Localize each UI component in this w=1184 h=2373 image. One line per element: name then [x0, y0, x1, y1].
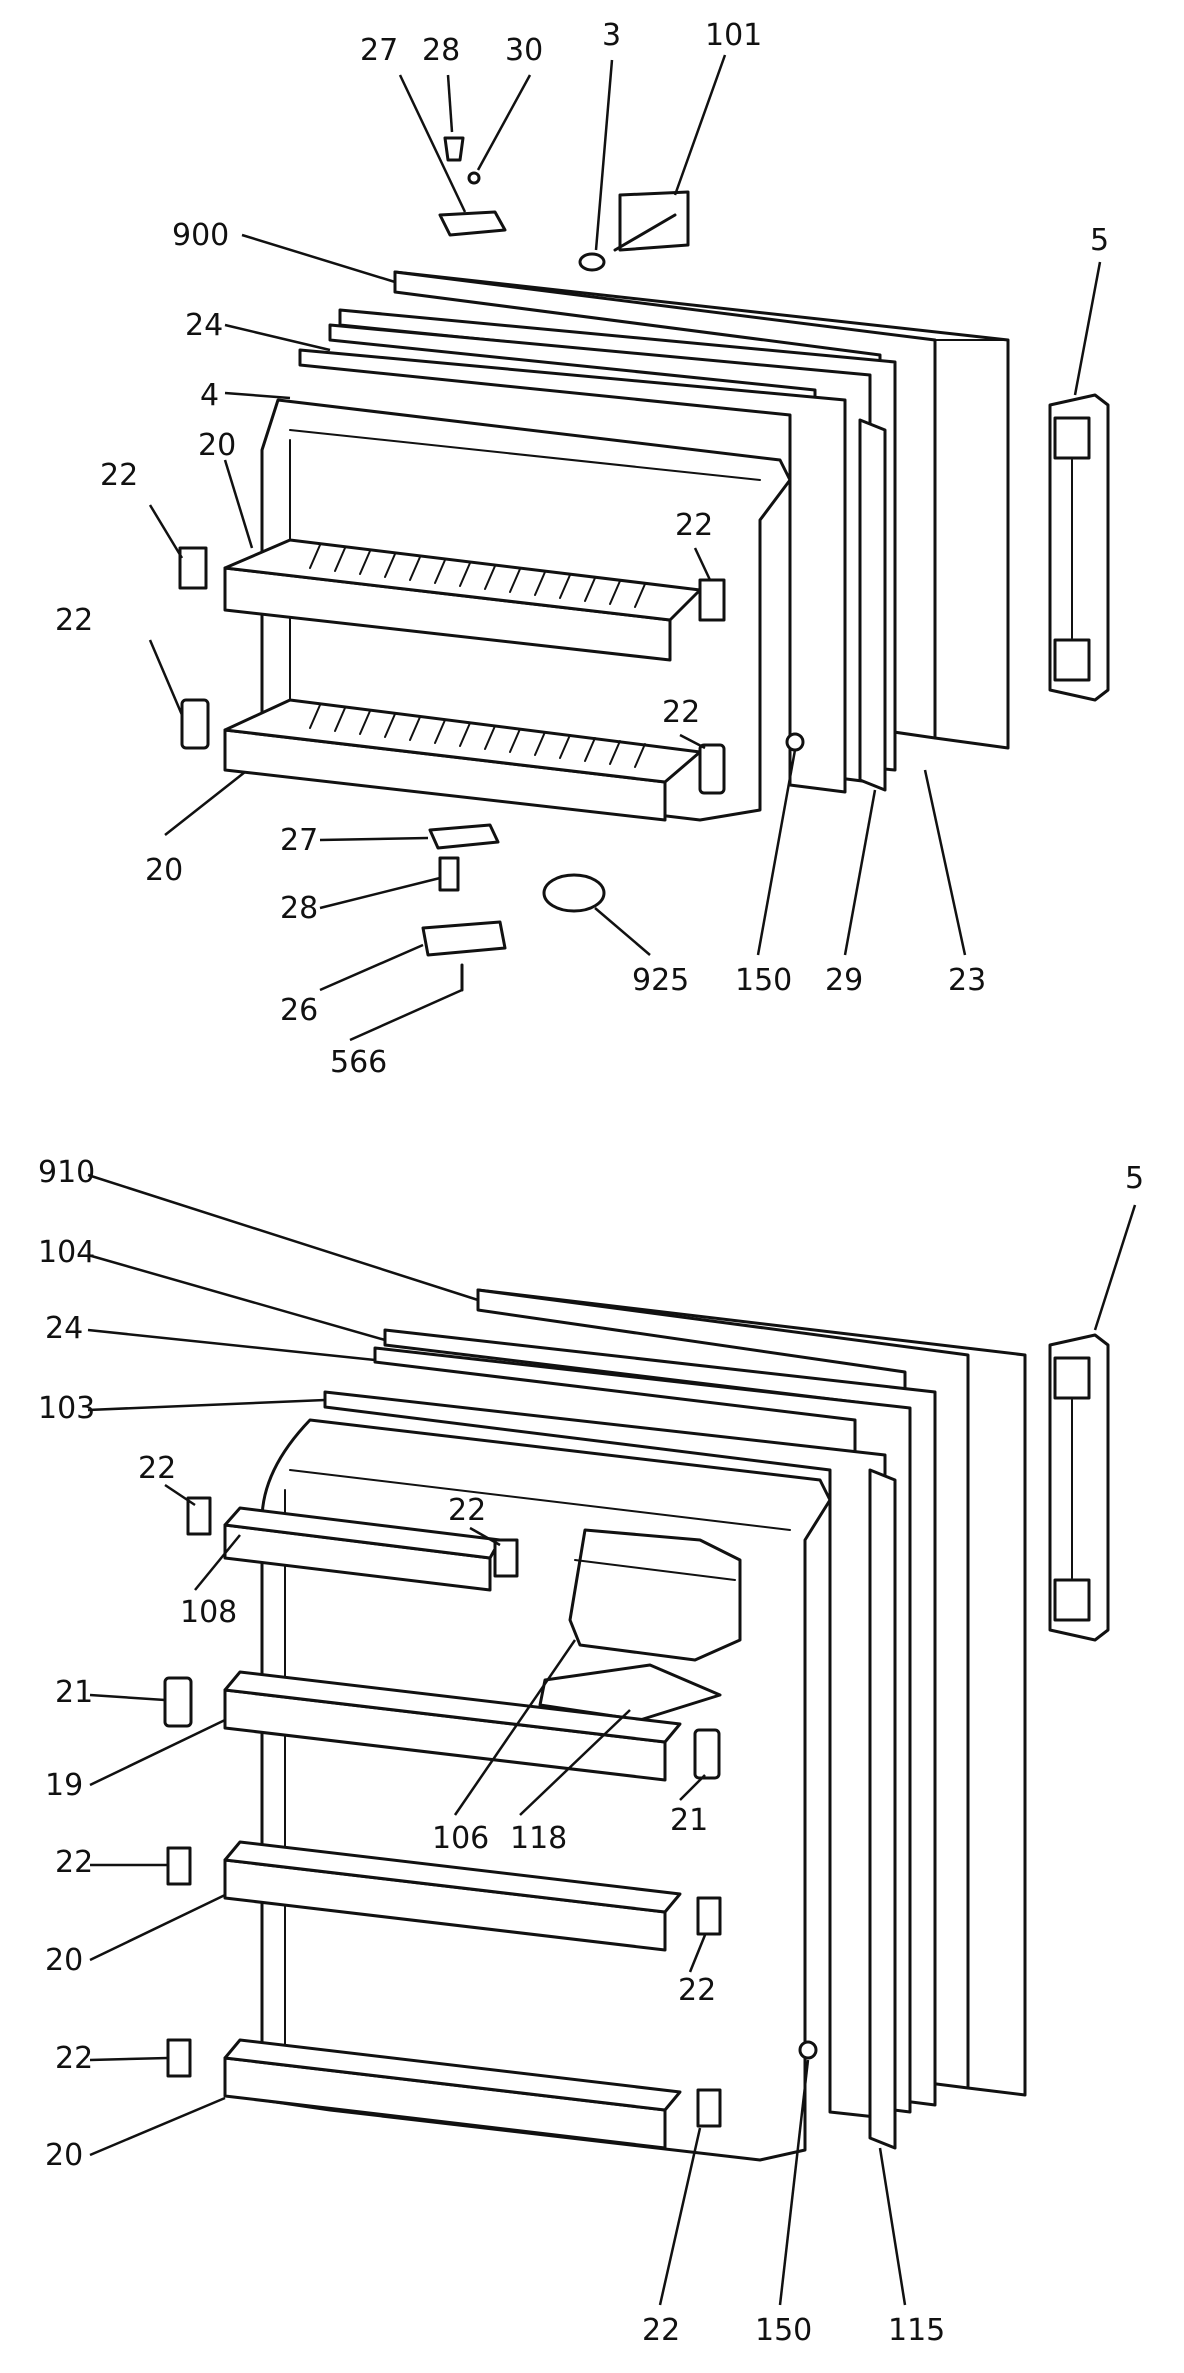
shelf-bracket-22-i: [166, 2038, 192, 2078]
door-handle-5-bottom: [1048, 1333, 1110, 1642]
callout-24-bottom: 24: [45, 1311, 83, 1346]
callout-103: 103: [38, 1391, 95, 1426]
shelf-bracket-22-b: [180, 698, 210, 750]
screw-28-top: [443, 136, 465, 162]
callout-20-b: 20: [145, 853, 183, 888]
callout-27: 27: [360, 33, 398, 68]
callout-22-f: 22: [448, 1493, 486, 1528]
door-shelf-108: [223, 1506, 502, 1592]
shelf-bracket-21-a: [163, 1676, 193, 1728]
shelf-bracket-22-d: [698, 743, 726, 795]
callout-19: 19: [45, 1768, 83, 1803]
callout-24: 24: [185, 308, 223, 343]
callout-26: 26: [280, 993, 318, 1028]
callout-101: 101: [705, 18, 762, 53]
bracket-26: [421, 920, 507, 957]
callout-labels-bottom: 910 5 104 24 103 22 22 108 21 106 118 21…: [38, 1155, 1144, 2348]
screw-30: [467, 171, 481, 185]
door-shelf-lower: [223, 698, 702, 822]
callout-22-d: 22: [662, 695, 700, 730]
callout-108: 108: [180, 1595, 237, 1630]
cap-3: [578, 252, 606, 272]
leader-lines-bottom: [87, 1173, 1137, 2306]
callout-20-a: 20: [198, 428, 236, 463]
door-shelf-19: [223, 1670, 682, 1782]
callout-27-b: 27: [280, 823, 318, 858]
callout-22-j: 22: [642, 2313, 680, 2348]
callout-21-b: 21: [670, 1803, 708, 1838]
screw-150-top: [785, 732, 805, 752]
door-shelf-20-b: [223, 2038, 682, 2150]
callout-22-g: 22: [55, 1845, 93, 1880]
shelf-bracket-22-j: [696, 2088, 722, 2128]
callout-4: 4: [200, 378, 219, 413]
freezer-door-assembly: 27 28 30 3 101 900 5 24 4 22 20 22 22 22…: [55, 18, 1110, 1080]
hinge-27-top: [438, 210, 507, 237]
fresh-food-door-assembly: 910 5 104 24 103 22 22 108 21 106 118 21…: [38, 1155, 1144, 2348]
callout-3: 3: [602, 18, 621, 53]
callout-21-a: 21: [55, 1675, 93, 1710]
callout-566: 566: [330, 1045, 387, 1080]
callout-28-b: 28: [280, 891, 318, 926]
pin-28-bottom: [438, 856, 460, 892]
callout-22-i: 22: [55, 2041, 93, 2076]
callout-5-bottom: 5: [1125, 1161, 1144, 1196]
callout-22-e: 22: [138, 1451, 176, 1486]
callout-29: 29: [825, 963, 863, 998]
callout-labels-top: 27 28 30 3 101 900 5 24 4 22 20 22 22 22…: [55, 18, 1109, 1080]
callout-910: 910: [38, 1155, 95, 1190]
screw-150-bottom: [798, 2040, 818, 2060]
callout-22-a: 22: [100, 458, 138, 493]
leader-lines-top: [148, 54, 1102, 1042]
shelf-bracket-22-f: [493, 1538, 519, 1578]
callout-925: 925: [632, 963, 689, 998]
door-shelf-20-a: [223, 1840, 682, 1952]
shelf-bracket-22-a: [178, 546, 208, 590]
callout-106: 106: [432, 1821, 489, 1856]
callout-900: 900: [172, 218, 229, 253]
door-handle-5-top: [1048, 393, 1110, 702]
tray-118: [538, 1663, 722, 1722]
callout-28: 28: [422, 33, 460, 68]
shelf-bracket-22-g: [166, 1846, 192, 1886]
callout-22-b: 22: [55, 603, 93, 638]
light-part-101: [613, 190, 690, 252]
callout-22-c: 22: [675, 508, 713, 543]
callout-5: 5: [1090, 223, 1109, 258]
shelf-bracket-21-b: [693, 1728, 721, 1780]
callout-150-bottom: 150: [755, 2313, 812, 2348]
callout-150-top: 150: [735, 963, 792, 998]
strip-29: [858, 418, 887, 792]
door-shelf-upper: [223, 538, 702, 662]
cap-925: [542, 873, 606, 913]
callout-20-c: 20: [45, 1943, 83, 1978]
callout-23: 23: [948, 963, 986, 998]
callout-30: 30: [505, 33, 543, 68]
callout-115: 115: [888, 2313, 945, 2348]
callout-22-h: 22: [678, 1973, 716, 2008]
callout-118: 118: [510, 1821, 567, 1856]
dairy-compartment-106: [568, 1528, 742, 1662]
hinge-27-bottom: [428, 823, 500, 850]
strip-115: [868, 1468, 897, 2150]
callout-104: 104: [38, 1235, 95, 1270]
callout-20-d: 20: [45, 2138, 83, 2173]
shelf-bracket-22-c: [698, 578, 726, 622]
shelf-bracket-22-e: [186, 1496, 212, 1536]
shelf-bracket-22-h: [696, 1896, 722, 1936]
